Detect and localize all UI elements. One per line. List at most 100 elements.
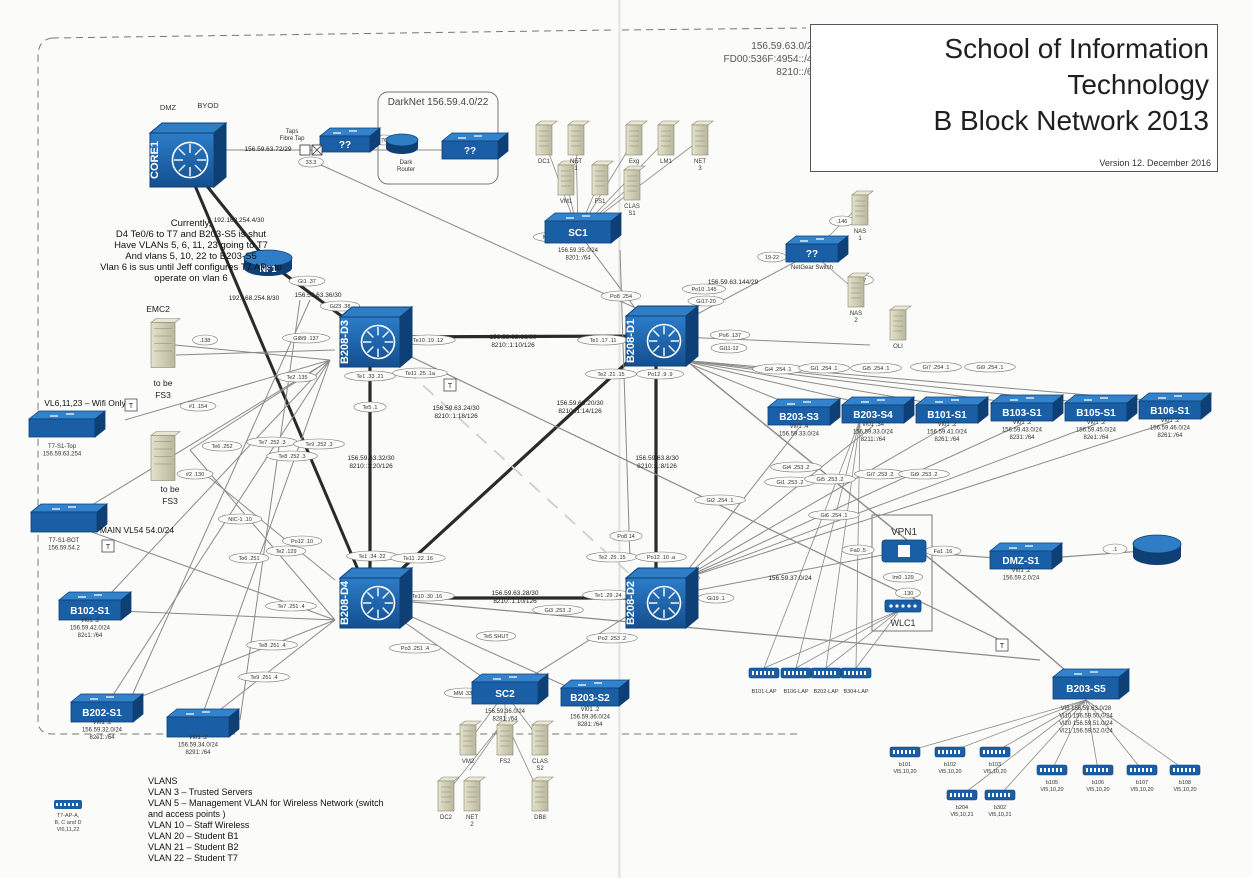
ap-b108[interactable] bbox=[1169, 764, 1201, 776]
link-address: 156.59.63.20/30 bbox=[557, 400, 604, 407]
ap-port bbox=[788, 671, 790, 675]
b106-s1-switch[interactable]: B106-S1 bbox=[1137, 392, 1213, 420]
b102-s1-switch[interactable]: B102-S1 bbox=[57, 591, 133, 621]
server-vm2[interactable] bbox=[459, 720, 482, 756]
port-oval bbox=[218, 513, 262, 525]
ap-b102[interactable] bbox=[934, 746, 966, 758]
tap-letter: T bbox=[106, 544, 111, 551]
ap-b202-lap[interactable] bbox=[810, 667, 842, 679]
tap-letter: T bbox=[1000, 643, 1005, 650]
server-net3[interactable] bbox=[691, 120, 714, 156]
server-vm1[interactable] bbox=[557, 160, 580, 196]
ap-b106-lap[interactable] bbox=[780, 667, 812, 679]
t7-s1-top-switch[interactable] bbox=[27, 410, 107, 438]
server-clas1[interactable] bbox=[623, 165, 646, 201]
server-lm1[interactable] bbox=[657, 120, 680, 156]
server-net2[interactable] bbox=[463, 776, 486, 812]
server-dc1[interactable] bbox=[535, 120, 558, 156]
server-oli[interactable] bbox=[889, 305, 912, 341]
dmz-s1-switch[interactable]: DMZ-S1 bbox=[988, 542, 1064, 570]
port-label: 19-22 bbox=[757, 251, 787, 263]
switch-top bbox=[559, 679, 631, 689]
sc2-switch[interactable]: SC2 bbox=[470, 673, 550, 705]
b208-d1-switch[interactable]: B208-D1 bbox=[624, 304, 700, 368]
ap-b101[interactable] bbox=[889, 746, 921, 758]
internet-router[interactable] bbox=[1132, 534, 1182, 565]
b203-s5-switch[interactable]: B203-S5 bbox=[1051, 668, 1131, 700]
server-dc2[interactable] bbox=[437, 776, 460, 812]
server-icon bbox=[691, 124, 709, 156]
server-label: 2 bbox=[854, 318, 858, 324]
sw-b202-2-switch[interactable] bbox=[165, 708, 241, 738]
server-label: S2 bbox=[536, 766, 544, 772]
note-line: And vlans 5, 10, 22 to B203-S5 bbox=[125, 251, 257, 262]
server-fs1[interactable] bbox=[591, 160, 614, 196]
b203-s2-switch[interactable]: B203-S2 bbox=[559, 679, 631, 707]
link-address: 156.59.63.72/29 bbox=[245, 146, 292, 153]
device-detail: B304-LAP bbox=[843, 689, 868, 695]
netgear-switch[interactable]: ?? bbox=[784, 235, 850, 263]
port-text: Po12 .9 .9 bbox=[647, 372, 672, 378]
nf1-router[interactable]: NF1 bbox=[243, 249, 293, 276]
port-oval bbox=[344, 370, 396, 382]
device-label: B208-D1 bbox=[625, 319, 637, 363]
ap-b106[interactable] bbox=[1082, 764, 1114, 776]
b203-s4-switch[interactable]: B203-S4 bbox=[840, 396, 916, 424]
sw-dark-1-switch[interactable]: ?? bbox=[318, 127, 382, 153]
device-detail: 8261::/64 bbox=[934, 437, 960, 443]
vlan-list: VLANS VLAN 3 – Trusted Servers VLAN 5 – … bbox=[148, 776, 384, 864]
core1-switch[interactable]: CORE1 bbox=[148, 121, 228, 189]
b103-s1-switch[interactable]: B103-S1 bbox=[989, 394, 1065, 422]
device-label: CORE1 bbox=[149, 141, 161, 179]
ap-port bbox=[784, 671, 786, 675]
server-nas2[interactable] bbox=[847, 272, 870, 308]
b203-s3-switch[interactable]: B203-S3 bbox=[766, 398, 842, 426]
vpn1-device[interactable] bbox=[881, 539, 927, 563]
device-detail: Vl10 156.59.50.0/24 bbox=[1059, 714, 1113, 720]
server-clas2[interactable] bbox=[531, 720, 554, 756]
sw-dark-2-switch[interactable]: ?? bbox=[440, 132, 510, 160]
dark-router[interactable] bbox=[385, 133, 419, 154]
server-nas1[interactable] bbox=[851, 190, 874, 226]
server-icon bbox=[437, 780, 455, 812]
ap-b103[interactable] bbox=[979, 746, 1011, 758]
server-fs3b[interactable] bbox=[150, 431, 181, 481]
port-text: Gi9 .253 .2 bbox=[911, 472, 938, 478]
server-exg[interactable] bbox=[625, 120, 648, 156]
device-detail: Taps bbox=[286, 129, 299, 135]
t7-s1-bot-switch[interactable] bbox=[29, 503, 109, 533]
ap-b105[interactable] bbox=[1036, 764, 1068, 776]
wlc1-device[interactable] bbox=[884, 599, 922, 613]
b208-d3-switch[interactable]: B208-D3 bbox=[338, 305, 414, 369]
b101-s1-switch[interactable]: B101-S1 bbox=[914, 396, 990, 424]
multilayer-switch-icon bbox=[360, 585, 396, 621]
port-oval bbox=[1102, 543, 1128, 555]
port-label: Gi5 .253 .2 bbox=[804, 473, 856, 485]
server-label: NAS bbox=[850, 311, 862, 317]
router-icon bbox=[243, 249, 293, 267]
ap-b101-lap[interactable] bbox=[748, 667, 780, 679]
sc1-switch[interactable]: SC1 bbox=[543, 212, 623, 244]
ap-b302[interactable] bbox=[984, 789, 1016, 801]
server-label: CLAS bbox=[532, 759, 548, 765]
ap-b304-lap[interactable] bbox=[840, 667, 872, 679]
port-text: Po3 .251 .4 bbox=[401, 646, 429, 652]
server-net1[interactable] bbox=[567, 120, 590, 156]
ap-b107[interactable] bbox=[1126, 764, 1158, 776]
ap-b204[interactable] bbox=[946, 789, 978, 801]
b208-d4-switch[interactable]: B208-D4 bbox=[338, 566, 414, 630]
server-db8[interactable] bbox=[531, 776, 554, 812]
b105-s1-switch[interactable]: B105-S1 bbox=[1063, 394, 1139, 422]
b208-d2-switch[interactable]: B208-D2 bbox=[624, 566, 700, 630]
server-fs2[interactable] bbox=[496, 720, 519, 756]
vlan-line: VLAN 10 – Staff Wireless bbox=[148, 820, 250, 830]
ap-port bbox=[988, 793, 990, 797]
port-oval bbox=[282, 332, 330, 344]
arrow-icon bbox=[382, 607, 390, 615]
port-text: Gi5 .254 .1 bbox=[863, 366, 890, 372]
b202-s1-switch[interactable]: B202-S1 bbox=[69, 693, 145, 723]
port-oval bbox=[694, 494, 746, 506]
server-emc2[interactable] bbox=[150, 318, 181, 368]
port-text: Te11 .22 .16 bbox=[403, 556, 433, 562]
port-oval bbox=[389, 642, 441, 654]
